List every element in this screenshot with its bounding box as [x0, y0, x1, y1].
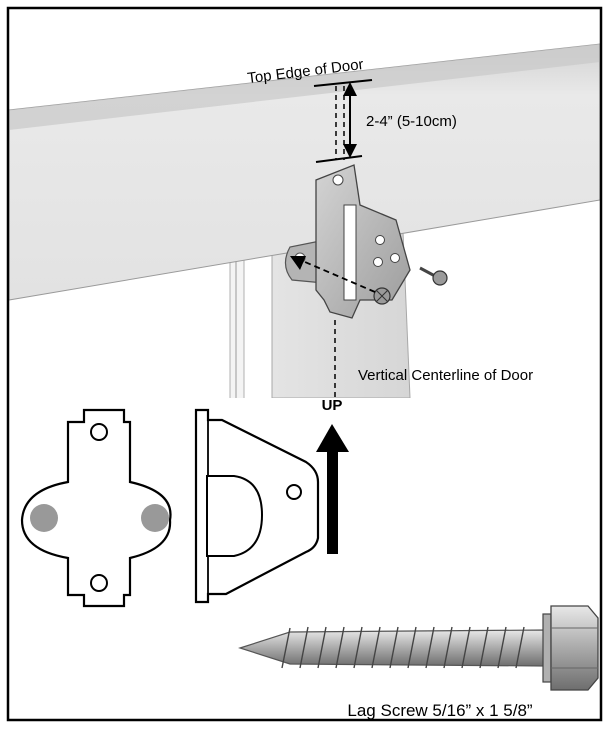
label-centerline: Vertical Centerline of Door	[358, 367, 533, 384]
lag-screw-washer	[542, 613, 552, 683]
flat-bracket-top-hole	[90, 423, 108, 441]
label-up: UP	[322, 397, 343, 414]
distance-arrow-icon	[343, 82, 357, 158]
side-bracket-hole	[286, 484, 302, 500]
flat-bracket-right-hole	[141, 504, 169, 532]
side-bracket-diagram	[194, 408, 320, 604]
lag-screw-diagram	[238, 605, 599, 691]
flat-bracket-outline	[20, 408, 172, 608]
side-bracket-cutout	[206, 475, 264, 557]
door-top-beam-shade	[9, 44, 600, 130]
label-lag-screw: Lag Screw 5/16” x 1 5/8”	[347, 701, 533, 720]
bracket-assembly	[284, 164, 448, 319]
door-scene: Top Edge of Door 2-4” (5-10cm) Vertical …	[8, 43, 601, 401]
screw-icon	[419, 266, 448, 286]
lag-screw-hex-head	[550, 605, 599, 691]
label-distance: 2-4” (5-10cm)	[366, 113, 457, 130]
lag-screw-threads	[281, 626, 525, 669]
bracket-slot	[343, 204, 357, 301]
bracket-top-mark	[315, 155, 363, 163]
up-arrow-icon	[316, 424, 349, 554]
top-edge-mark	[313, 79, 373, 87]
screw-icon	[373, 287, 391, 305]
bracket-hole-right-3	[373, 257, 383, 267]
flat-bracket-left-hole	[30, 504, 58, 532]
insert-direction-arrow-icon	[290, 256, 376, 293]
bracket-hole-right-1	[375, 235, 385, 245]
bracket-top-hole	[332, 174, 344, 186]
diagram-frame	[6, 6, 603, 722]
flat-bracket-bottom-hole	[90, 574, 108, 592]
flat-bracket-diagram	[20, 408, 172, 608]
bracket-hole-right-2	[390, 253, 400, 263]
